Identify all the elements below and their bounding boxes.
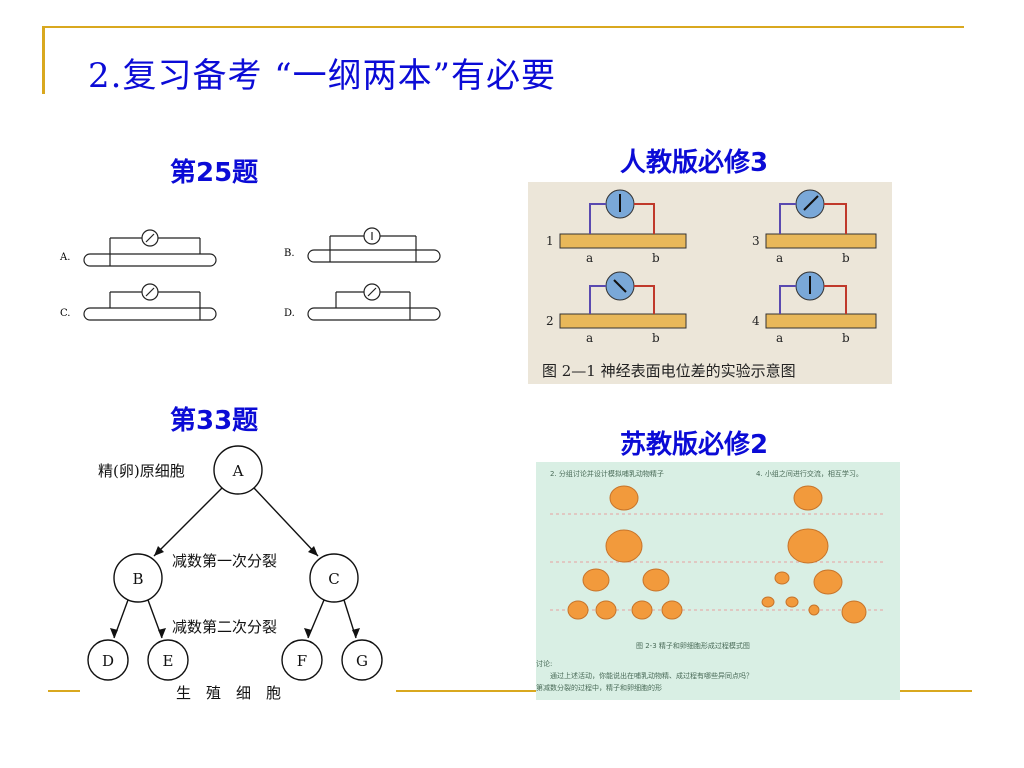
bottom-rule-right bbox=[900, 690, 972, 692]
node-e bbox=[147, 639, 189, 681]
meiosis-diagram: A B C D E F G 精(卵)原细胞 减数第一次分裂 减数第二次分裂 生 … bbox=[87, 445, 383, 702]
nerve-bar-4 bbox=[765, 313, 877, 329]
sperm-primordial-cell bbox=[609, 485, 639, 511]
caption-question-33: 第33题 bbox=[170, 406, 259, 436]
electrode-label-a-4: a bbox=[776, 331, 783, 345]
node-f bbox=[281, 639, 323, 681]
su-question-line-1: 通过上述活动，你能说出在哺乳动物精、成过程有哪些异同点吗？ bbox=[550, 671, 753, 680]
node-d bbox=[87, 639, 129, 681]
gamete-label: 生 殖 细 胞 bbox=[176, 684, 281, 702]
su-discuss-label: 讨论: bbox=[536, 659, 552, 668]
node-b bbox=[113, 553, 163, 603]
su-question-line-2: 第减数分裂的过程中，精子和卵细胞的形 bbox=[536, 683, 662, 692]
su-figure: 2. 分组讨论并设计模拟哺乳动物精子 4. 小组之间进行交流，相互学习。 bbox=[536, 462, 900, 700]
caption-su-textbook: 苏教版必修2 bbox=[620, 430, 769, 460]
pep-figure-caption: 图 2—1 神经表面电位差的实验示意图 bbox=[542, 362, 796, 380]
node-label-g: G bbox=[356, 652, 368, 670]
slide-title: 2.复习备考 “一纲两本”有必要 bbox=[88, 56, 557, 96]
option-label-a: A. bbox=[59, 252, 70, 263]
node-label-b: B bbox=[132, 570, 143, 588]
second-division-label: 减数第二次分裂 bbox=[172, 618, 277, 636]
bottom-rule-left bbox=[48, 690, 80, 692]
primary-spermatocyte bbox=[605, 529, 643, 563]
nerve-bar-1 bbox=[559, 233, 687, 249]
electrode-label-a-2: a bbox=[586, 331, 593, 345]
option-label-d: D. bbox=[284, 308, 295, 319]
egg-primordial-cell bbox=[793, 485, 823, 511]
panel-number-4: 4 bbox=[752, 314, 760, 328]
node-label-c: C bbox=[328, 570, 339, 588]
nerve-bar-2 bbox=[559, 313, 687, 329]
caption-question-25: 第25题 bbox=[170, 158, 259, 188]
electrode-label-a-3: a bbox=[776, 251, 783, 265]
left-accent-bar bbox=[42, 26, 45, 94]
su-top-left-text: 2. 分组讨论并设计模拟哺乳动物精子 bbox=[550, 469, 664, 478]
bottom-rule-mid bbox=[396, 690, 536, 692]
electrode-label-b-3: b bbox=[842, 251, 850, 265]
q33-figure: A B C D E F G 精(卵)原细胞 减数第一次分裂 减数第二次分裂 生 … bbox=[80, 440, 396, 708]
electrode-label-b-4: b bbox=[842, 331, 850, 345]
node-c bbox=[309, 553, 359, 603]
node-label-a: A bbox=[232, 462, 244, 480]
pep-diagram: 1 2 3 4 a b a b a b a b 图 2—1 神经表面电位差的实验… bbox=[542, 189, 877, 380]
q25-diagram: A. B. C. D. bbox=[59, 227, 441, 321]
first-division-label: 减数第一次分裂 bbox=[172, 552, 277, 570]
option-label-c: C. bbox=[60, 308, 70, 319]
nerve-fiber-a bbox=[83, 253, 217, 267]
top-rule bbox=[42, 26, 964, 28]
primordial-cell-label: 精(卵)原细胞 bbox=[98, 462, 185, 480]
node-label-e: E bbox=[163, 652, 174, 670]
electrode-label-b-1: b bbox=[652, 251, 660, 265]
su-diagram: 2. 分组讨论并设计模拟哺乳动物精子 4. 小组之间进行交流，相互学习。 bbox=[536, 469, 886, 692]
node-label-d: D bbox=[102, 652, 114, 670]
q25-figure: A. B. C. D. bbox=[54, 222, 464, 344]
nerve-bar-3 bbox=[765, 233, 877, 249]
nerve-fiber-d bbox=[307, 307, 441, 321]
nerve-fiber-b bbox=[307, 249, 441, 263]
panel-number-2: 2 bbox=[546, 314, 554, 328]
pep-figure: 1 2 3 4 a b a b a b a b 图 2—1 神经表面电位差的实验… bbox=[528, 182, 892, 384]
su-top-right-text: 4. 小组之间进行交流，相互学习。 bbox=[756, 469, 863, 478]
nerve-fiber-c bbox=[83, 307, 217, 321]
node-g bbox=[341, 639, 383, 681]
option-label-b: B. bbox=[284, 248, 295, 259]
primary-oocyte bbox=[787, 528, 829, 564]
node-a bbox=[213, 445, 263, 495]
su-figure-caption: 图 2-3 精子和卵细胞形成过程模式图 bbox=[636, 641, 750, 650]
caption-pep-textbook: 人教版必修3 bbox=[620, 148, 769, 178]
electrode-label-b-2: b bbox=[652, 331, 660, 345]
node-label-f: F bbox=[297, 652, 307, 670]
panel-number-1: 1 bbox=[546, 234, 554, 248]
panel-number-3: 3 bbox=[752, 234, 760, 248]
electrode-label-a-1: a bbox=[586, 251, 593, 265]
